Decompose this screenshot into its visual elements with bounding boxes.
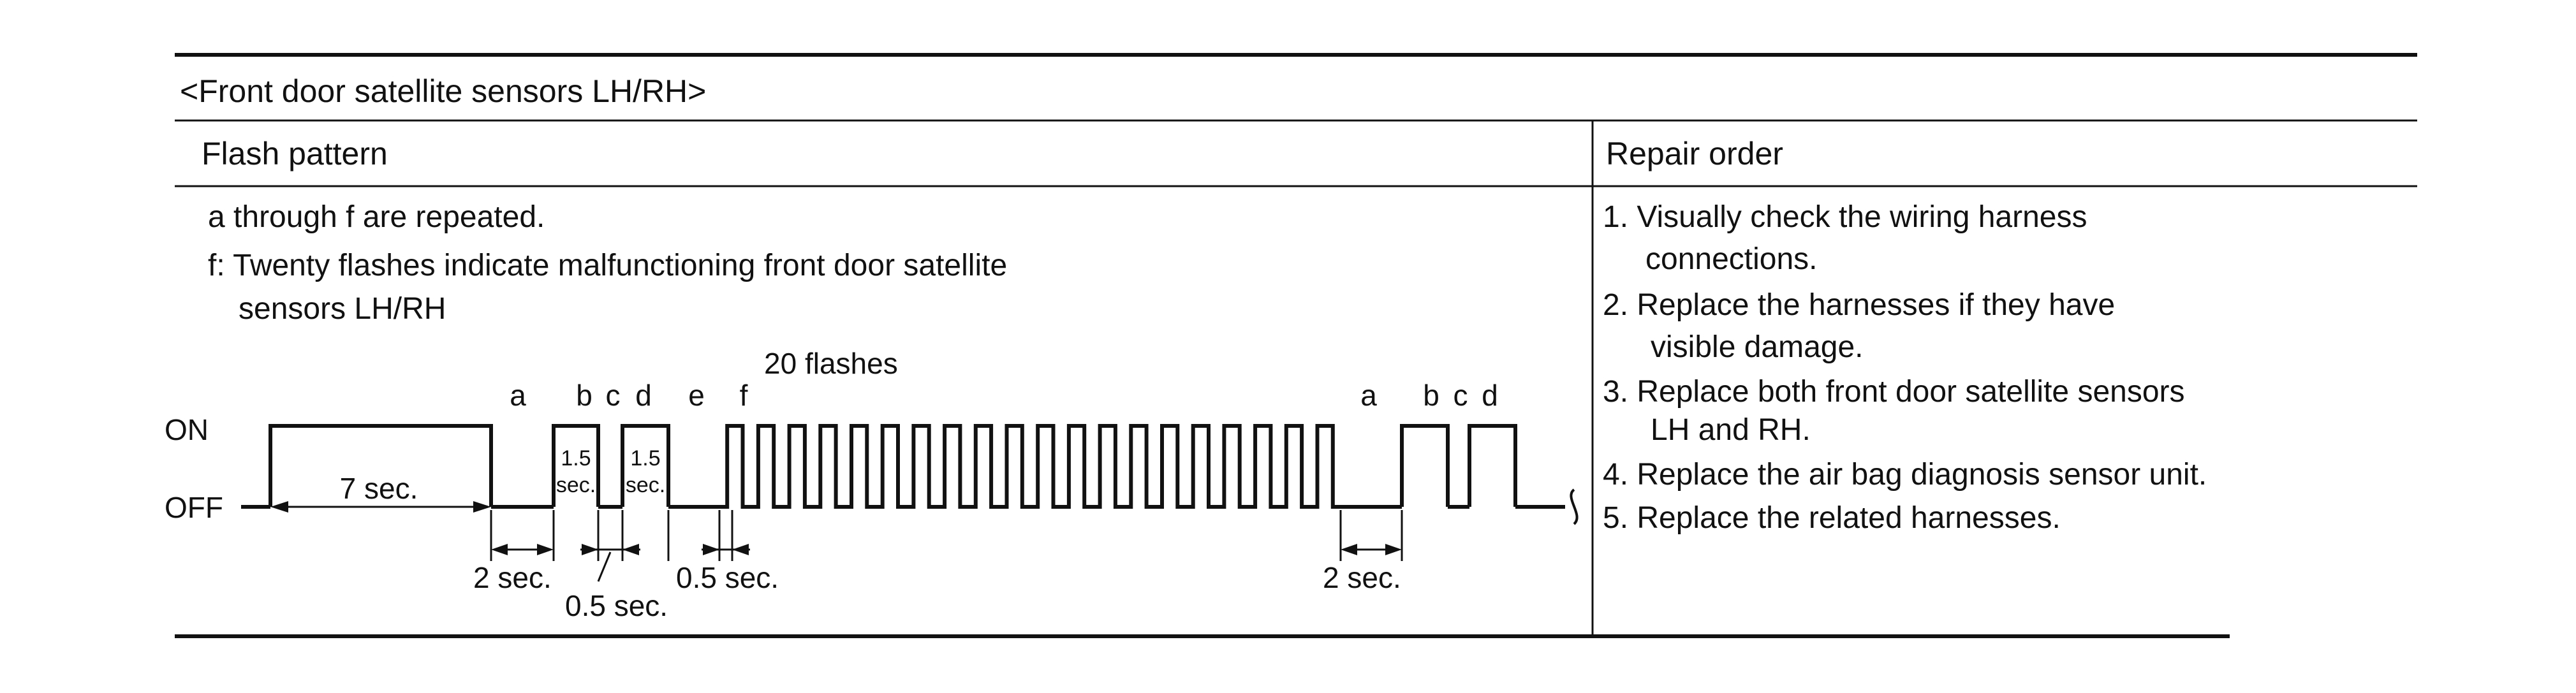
pulse-b xyxy=(552,424,600,507)
half-sec-label-right: 0.5 sec. xyxy=(676,561,779,594)
seven-sec-arrow-left xyxy=(270,501,288,513)
note-line-1: a through f are repeated. xyxy=(208,200,545,234)
repair-step-2-line-2: visible damage. xyxy=(1651,330,1864,364)
dimension-lines xyxy=(270,501,1403,582)
two-sec-label: 2 sec. xyxy=(473,561,552,594)
column-header-repair-order: Repair order xyxy=(1606,136,1783,171)
half-sec-label-left: 0.5 sec. xyxy=(565,589,668,622)
pulse-d-sec: sec. xyxy=(626,473,665,497)
phase-label-c: c xyxy=(606,379,621,412)
phase-label-f: f xyxy=(740,379,748,412)
repair-step-1-line-2: connections. xyxy=(1645,242,1818,276)
repair-step-1-line-1: 1. Visually check the wiring harness xyxy=(1603,200,2087,234)
half-sec-arrow-right xyxy=(622,544,639,555)
pulse-7s xyxy=(269,424,493,507)
repair-step-5: 5. Replace the related harnesses. xyxy=(1603,501,2061,535)
half-sec-arrow-right-a xyxy=(703,544,719,555)
seven-sec-label: 7 sec. xyxy=(340,472,418,505)
twenty-flash-train xyxy=(719,424,1341,509)
phase-label-e: e xyxy=(688,379,705,412)
repeat-label-b: b xyxy=(1423,379,1439,412)
two-sec-repeat-arrow-right xyxy=(1385,544,1402,555)
column-header-flash-pattern: Flash pattern xyxy=(202,136,388,171)
repair-step-3-line-1: 3. Replace both front door satellite sen… xyxy=(1603,375,2185,409)
phase-label-d: d xyxy=(635,379,652,412)
repeat-pulse-d xyxy=(1468,424,1517,507)
two-sec-arrow-right xyxy=(537,544,554,555)
repeat-label-c: c xyxy=(1454,379,1468,412)
note-line-2: f: Twenty flashes indicate malfunctionin… xyxy=(208,249,1007,282)
seven-sec-label-bg xyxy=(325,472,434,504)
phase-label-a: a xyxy=(510,379,526,412)
table-title: <Front door satellite sensors LH/RH> xyxy=(180,73,706,109)
repair-step-2-line-1: 2. Replace the harnesses if they have xyxy=(1603,288,2115,322)
repair-step-3-line-2: LH and RH. xyxy=(1651,413,1811,447)
half-sec-arrow-left xyxy=(582,544,598,555)
pulse-d xyxy=(621,424,670,507)
pulse-b-duration: 1.5 xyxy=(561,446,591,471)
phase-label-b: b xyxy=(576,379,592,412)
repeat-label-a: a xyxy=(1360,379,1377,412)
waveform xyxy=(241,424,1579,525)
repeat-pulse-b xyxy=(1400,424,1450,507)
seven-sec-arrow-right xyxy=(473,501,491,513)
two-sec-repeat-arrow-left xyxy=(1341,544,1357,555)
half-sec-leader xyxy=(597,551,612,582)
on-label: ON xyxy=(165,413,209,446)
off-label: OFF xyxy=(165,491,223,524)
two-sec-arrow-left xyxy=(491,544,508,555)
repair-step-4: 4. Replace the air bag diagnosis sensor … xyxy=(1603,458,2207,492)
break-symbol xyxy=(1570,488,1579,525)
flash-count-label: 20 flashes xyxy=(764,347,898,380)
table-lines xyxy=(175,53,2417,638)
two-sec-repeat-label: 2 sec. xyxy=(1323,561,1401,594)
pulse-d-duration: 1.5 xyxy=(630,446,660,471)
half-sec-arrow-right-b xyxy=(732,544,749,555)
pulse-b-sec: sec. xyxy=(556,473,596,497)
note-line-3: sensors LH/RH xyxy=(239,292,446,326)
repeat-label-d: d xyxy=(1482,379,1498,412)
